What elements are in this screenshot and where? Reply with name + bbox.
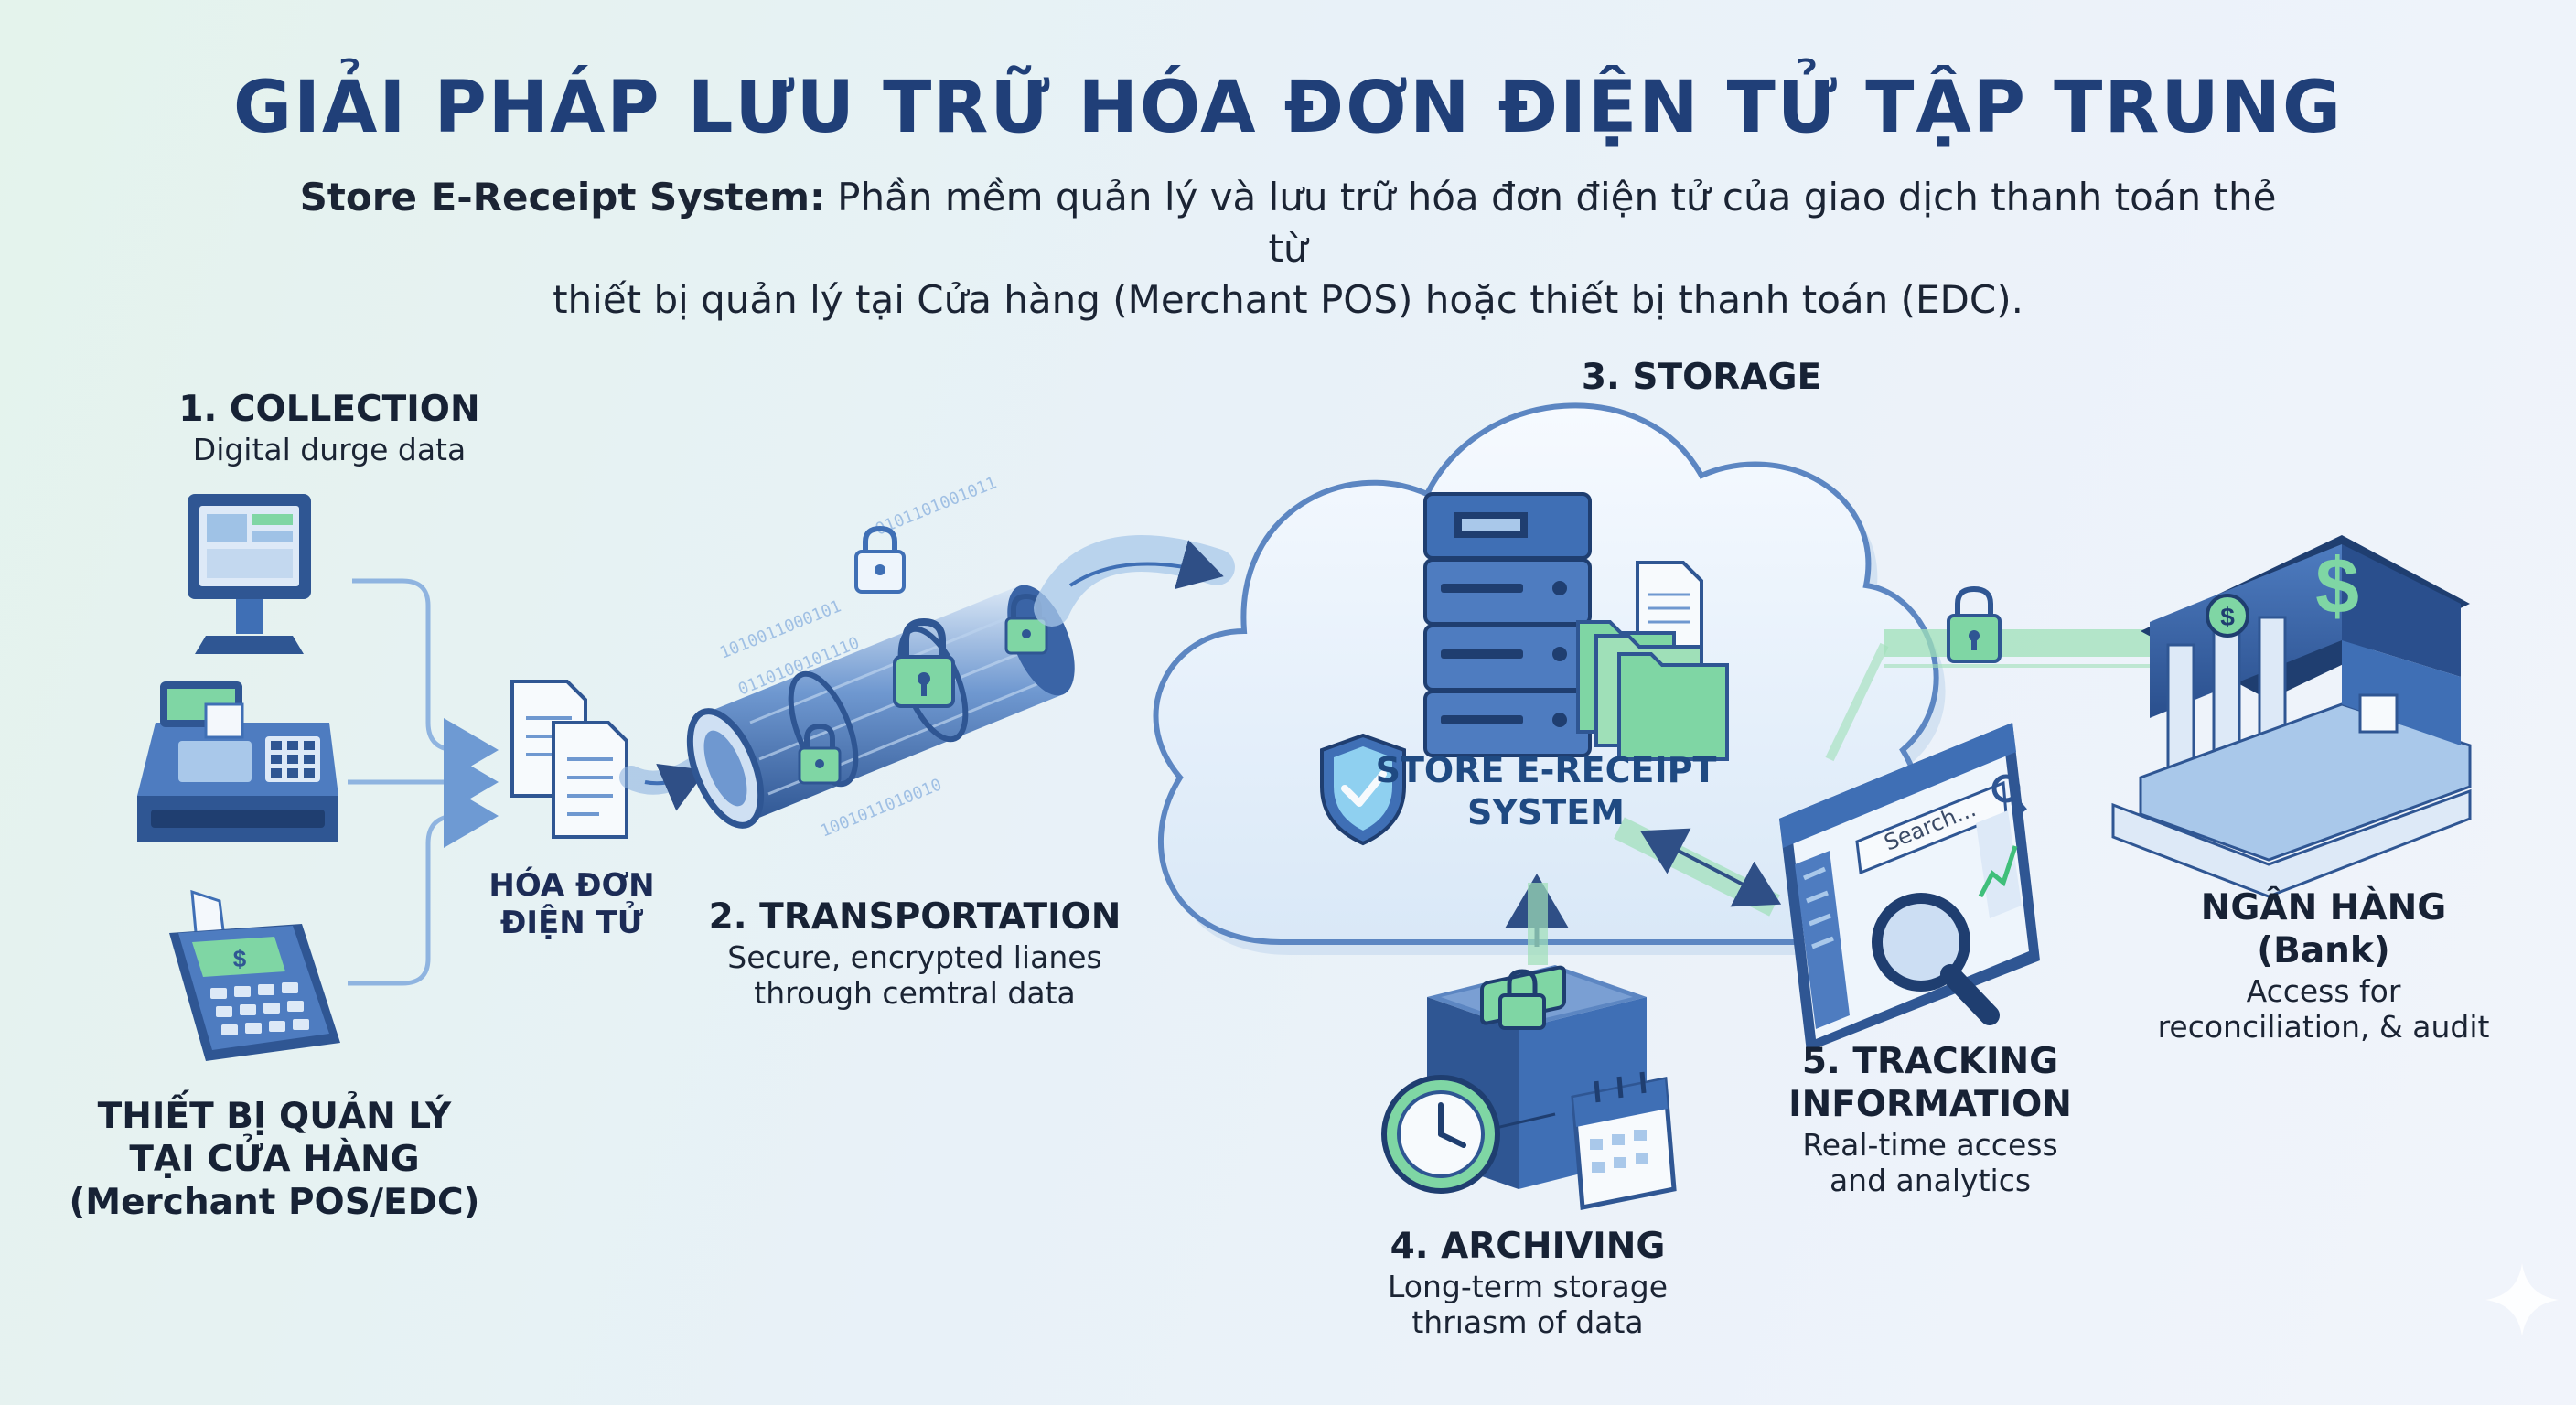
store-system-line-1: STORE E-RECEIPT <box>1375 750 1717 790</box>
clock-icon <box>1381 1075 1500 1194</box>
subtitle-system-name: Store E-Receipt System: <box>299 175 825 220</box>
edc-terminal-icon: $ <box>169 889 340 1061</box>
dollar-icon: $ <box>2315 542 2359 630</box>
transportation-label: 2. TRANSPORTATION Secure, encrypted lian… <box>695 896 1134 1012</box>
padlock-icon <box>1004 593 1048 655</box>
padlock-icon <box>798 723 842 785</box>
receipt-flow <box>619 756 707 795</box>
tracking-label: 5. TRACKING INFORMATION Real-time access… <box>1729 1041 2131 1199</box>
device-connectors <box>348 578 499 986</box>
store-system-label: STORE E-RECEIPT SYSTEM <box>1317 750 1775 833</box>
tracking-desc-2: and analytics <box>1829 1163 2032 1199</box>
tracking-desc-1: Real-time access <box>1802 1126 2058 1163</box>
transportation-desc-1: Secure, encrypted lianes <box>727 938 1102 975</box>
subtitle-line-1: Phần mềm quản lý và lưu trữ hóa đơn điện… <box>824 175 2277 271</box>
magnifier-icon <box>1872 893 2000 1025</box>
server-stack-icon <box>1423 492 1592 757</box>
tracking-heading-2: INFORMATION <box>1788 1083 2072 1125</box>
calendar-icon <box>1571 1071 1677 1211</box>
encrypted-pipe <box>686 585 1075 829</box>
padlock-icon <box>893 617 955 708</box>
transportation-heading: 2. TRANSPORTATION <box>708 896 1122 938</box>
collection-desc: Digital durge data <box>192 431 467 467</box>
receipts-line-2: ĐIỆN TỬ <box>499 904 644 941</box>
devices-line-3: (Merchant POS/EDC) <box>69 1181 480 1223</box>
page-title: GIẢI PHÁP LƯU TRỮ HÓA ĐƠN ĐIỆN TỬ TẬP TR… <box>232 67 2344 149</box>
sparkle-icon <box>2485 1263 2559 1336</box>
folder-icon <box>1576 561 1729 761</box>
page-subtitle: Store E-Receipt System: Phần mềm quản lý… <box>282 172 2294 326</box>
bank-icon: $ $ <box>2111 535 2472 898</box>
store-system-line-2: SYSTEM <box>1467 791 1625 832</box>
computer-monitor-icon <box>188 494 311 654</box>
svg-text:$: $ <box>233 945 247 972</box>
padlock-icon <box>854 525 906 594</box>
shield-check-icon <box>1320 733 1406 846</box>
devices-line-2: TẠI CỬA HÀNG <box>129 1138 420 1180</box>
archiving-label: 4. ARCHIVING Long-term storage thrıasm o… <box>1326 1226 1729 1341</box>
collection-heading: 1. COLLECTION <box>178 389 480 430</box>
document-icon <box>510 680 628 839</box>
cloud-bank-link <box>1884 629 2150 668</box>
padlock-icon <box>1947 585 2002 663</box>
tracking-heading-1: 5. TRACKING <box>1801 1041 2059 1082</box>
devices-label: THIẾT BỊ QUẢN LÝ TẠI CỬA HÀNG (Merchant … <box>37 1096 512 1224</box>
storage-label: 3. STORAGE <box>1509 357 1894 400</box>
cash-register-icon <box>137 681 338 842</box>
receipts-label: HÓA ĐƠN ĐIỆN TỬ <box>462 867 682 942</box>
devices-line-1: THIẾT BỊ QUẢN LÝ <box>97 1096 452 1137</box>
receipts-line-1: HÓA ĐƠN <box>488 867 655 904</box>
storage-heading: 3. STORAGE <box>1581 357 1822 398</box>
archiving-desc-2: thrıasm of data <box>1411 1304 1644 1341</box>
archiving-desc-1: Long-term storage <box>1388 1268 1668 1304</box>
svg-text:$: $ <box>2220 603 2235 631</box>
bank-heading-2: (Bank) <box>2257 929 2390 971</box>
bank-label: NGÂN HÀNG (Bank) Access for reconciliati… <box>2104 887 2543 1046</box>
subtitle-line-2: thiết bị quản lý tại Cửa hàng (Merchant … <box>553 277 2023 322</box>
transportation-desc-2: through cemtral data <box>754 975 1076 1012</box>
archiving-heading: 4. ARCHIVING <box>1390 1226 1666 1267</box>
bank-desc-1: Access for <box>2246 972 2401 1009</box>
bank-heading-1: NGÂN HÀNG <box>2200 887 2447 928</box>
bank-desc-2: reconciliation, & audit <box>2157 1009 2490 1046</box>
browser-window-icon <box>1779 723 2040 1052</box>
collection-label: 1. COLLECTION Digital durge data <box>119 389 540 467</box>
